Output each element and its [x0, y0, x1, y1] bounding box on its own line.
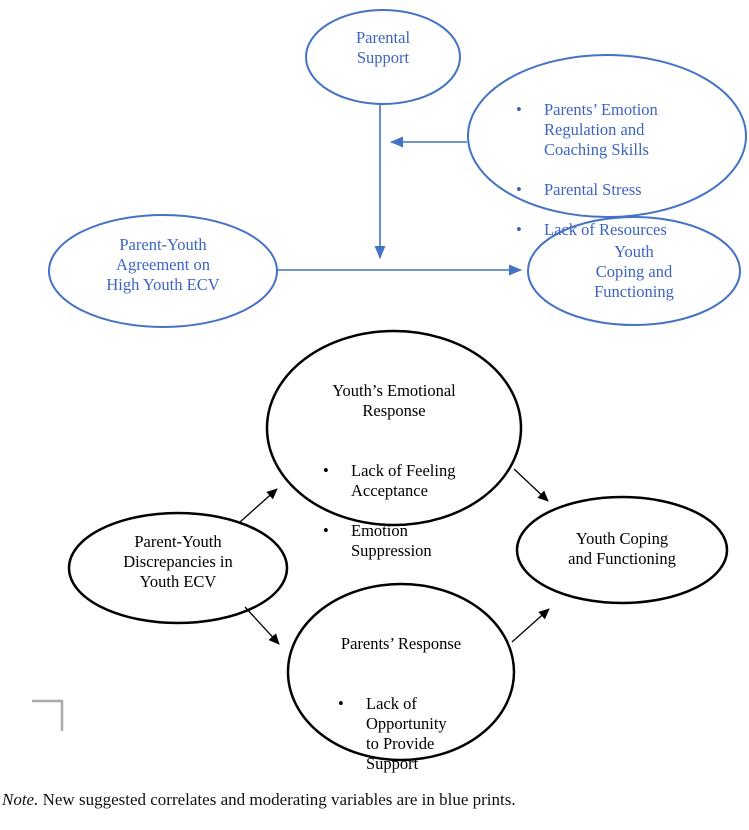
node-parents-response: Parents’ Response Lack of Opportunity to… [295, 614, 507, 814]
node-youth-coping-bottom-label: Youth Coping and Functioning [568, 529, 676, 568]
ellipse-youth-coping-bottom [515, 495, 729, 605]
node-parents-response-list: Lack of Opportunity to Provide Support [295, 674, 507, 794]
node-parent-factors-list: Parents’ Emotion Regulation and Coaching… [516, 80, 706, 260]
bullet-text: Emotion Suppression [351, 521, 432, 560]
figure-note: Note. New suggested correlates and moder… [2, 790, 742, 810]
bullet-icon [323, 521, 351, 541]
node-agreement-label: Parent-Youth Agreement on High Youth ECV [106, 235, 220, 294]
ellipse-agreement [48, 214, 278, 328]
node-youth-emotional: Youth’s Emotional Response Lack of Feeli… [280, 361, 508, 601]
list-item: Parents’ Emotion Regulation and Coaching… [516, 100, 706, 160]
bullet-text: Lack of Feeling Acceptance [351, 461, 456, 500]
ellipse-parent-factors [467, 54, 747, 218]
node-youth-emotional-title: Youth’s Emotional Response [332, 381, 456, 420]
node-youth-emotional-list: Lack of Feeling Acceptance Emotion Suppr… [280, 441, 508, 581]
ellipse-discrepancies [67, 511, 289, 625]
bullet-icon [323, 461, 351, 481]
ellipse-youth-emotional [265, 329, 523, 527]
note-body: New suggested correlates and moderating … [38, 790, 516, 809]
bullet-text: Lack of Resources [544, 220, 667, 239]
node-youth-coping-top-label: Youth Coping and Functioning [594, 242, 674, 301]
ellipse-youth-coping-top [527, 216, 741, 326]
ellipse-parents-response [286, 582, 516, 762]
bullet-icon [338, 694, 366, 714]
list-item: Lack of Opportunity to Provide Support [338, 694, 507, 774]
list-item: Emotion Suppression [323, 521, 508, 561]
bullet-icon [516, 180, 544, 200]
arrow-emotional-to-coping [513, 468, 549, 502]
page-corner-mark [32, 699, 64, 731]
list-item: Lack of Resources [516, 220, 706, 240]
bullet-text: Lack of Opportunity to Provide Support [366, 694, 447, 773]
arrow-discrepancies-to-emotional [239, 488, 278, 523]
bullet-icon [516, 220, 544, 240]
bullet-text: Parental Stress [544, 180, 642, 199]
arrow-discrepancies-to-parents-response [244, 606, 280, 645]
node-parental-support-label: Parental Support [355, 28, 411, 67]
arrow-parents-response-to-coping [511, 608, 550, 643]
bullet-text: Parents’ Emotion Regulation and Coaching… [544, 100, 658, 159]
list-item: Parental Stress [516, 180, 706, 200]
node-discrepancies-label: Parent-Youth Discrepancies in Youth ECV [123, 532, 233, 591]
node-parents-response-title: Parents’ Response [340, 634, 462, 653]
bullet-icon [516, 100, 544, 120]
note-prefix: Note. [2, 790, 39, 809]
ellipse-parental-support [305, 9, 461, 105]
list-item: Lack of Feeling Acceptance [323, 461, 508, 501]
